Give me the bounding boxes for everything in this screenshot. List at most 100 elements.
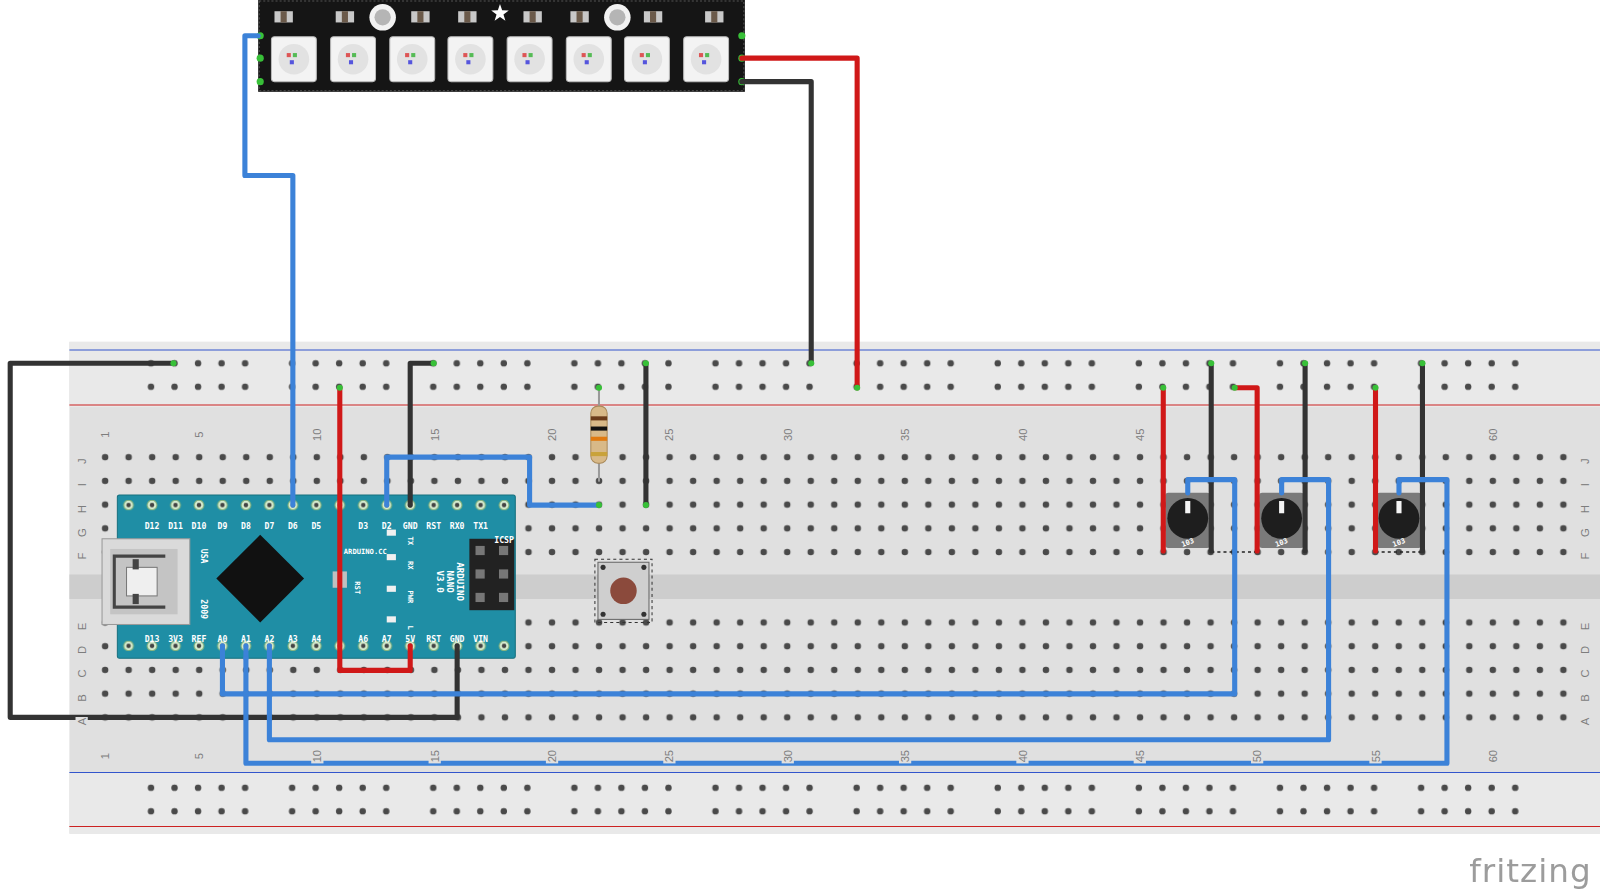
pot-code: 103 [1274, 537, 1289, 549]
neopixel-stick [507, 37, 552, 82]
pushbutton [610, 578, 637, 605]
pin-label: D3 [358, 522, 368, 531]
neopixel-stick [624, 37, 669, 82]
arduino-nano-drawing [102, 495, 516, 658]
neopixel-stick [271, 37, 316, 82]
trimmer-potentiometer: 103 [1377, 493, 1422, 548]
neopixel-stick [705, 53, 709, 57]
neopixel-stick [336, 11, 354, 22]
bb-number: 40 [1016, 749, 1028, 764]
jumper-wires [340, 388, 410, 671]
trimmer-potentiometer: 103 [1165, 493, 1210, 548]
led-label: L [406, 625, 414, 629]
neopixel-stick [604, 4, 631, 31]
wire-ends [1208, 360, 1214, 366]
row-letter: A [1579, 717, 1591, 727]
jumper-wires [10, 36, 1422, 718]
neopixel-stick [566, 37, 611, 82]
neopixel-stick [352, 53, 356, 57]
bb-number: 60 [1487, 749, 1499, 764]
jumper-wire [269, 480, 1328, 740]
jumper-wires [742, 82, 811, 364]
trimmer-drawing [1185, 501, 1190, 513]
row-letter: D [76, 645, 88, 655]
neopixel-stick [582, 53, 586, 57]
row-letter: B [1579, 693, 1591, 703]
row-letter: D [1579, 645, 1591, 655]
jumper-wires [1373, 388, 1378, 551]
jumper-wires [387, 457, 599, 505]
trimmer-drawing [1259, 493, 1304, 548]
pin-label: D2 [382, 522, 392, 531]
pin-label: A0 [218, 635, 228, 644]
neopixel-stick [702, 60, 706, 64]
neopixel-stick [287, 53, 291, 57]
pot-code: 103 [1392, 537, 1407, 549]
neopixel-stick [523, 11, 541, 22]
neopixel-stick [349, 60, 353, 64]
neopixel-stick [684, 37, 729, 82]
row-letter: E [1579, 622, 1591, 632]
resistor-symbol [591, 388, 607, 482]
jumper-wires [10, 363, 457, 717]
arduino-nano-drawing [499, 593, 508, 602]
bb-number: 50 [1251, 749, 1263, 764]
pin-label: A3 [288, 635, 298, 644]
pin-label: REF [192, 635, 207, 644]
jumper-wires [643, 363, 648, 505]
breadboard [69, 342, 1600, 834]
wire-ends [596, 502, 602, 508]
wire-ends [431, 360, 437, 366]
watermark: fritzing [1469, 851, 1592, 890]
jumper-wires [1209, 363, 1214, 551]
neopixel-stick [411, 53, 415, 57]
breadboard [139, 352, 1550, 399]
neopixel-stick [331, 37, 376, 82]
neopixel-stick [705, 11, 723, 22]
pin-label: A7 [382, 635, 392, 644]
arduino-nano-drawing [387, 554, 396, 560]
neopixel-stick [338, 44, 369, 75]
jumper-wires [1161, 388, 1166, 551]
neopixel-stick [570, 11, 588, 22]
resistor-symbol [591, 406, 607, 463]
neopixel-stick [643, 60, 647, 64]
bb-number: 40 [1016, 427, 1028, 442]
wire-ends [337, 385, 343, 391]
neopixel-stick [293, 53, 297, 57]
pushbutton [595, 559, 652, 622]
header-label: ICSP [494, 536, 514, 545]
pin-label: A2 [264, 635, 274, 644]
arduino-nano-drawing [127, 567, 158, 596]
bb-number: 45 [1134, 749, 1146, 764]
origin-label: 2009 [198, 599, 207, 619]
row-letter: J [1579, 457, 1591, 465]
led-label: TX [406, 537, 414, 546]
wire-ends [1232, 385, 1238, 391]
neopixel-stick [455, 44, 486, 75]
trimmer-drawing [1261, 498, 1302, 539]
row-letter: H [1579, 504, 1591, 514]
neopixel-stick [644, 11, 662, 22]
neopixel-stick [466, 60, 470, 64]
led-label: PWR [406, 590, 414, 603]
neopixel-stick [566, 37, 611, 82]
trimmer-drawing [1165, 493, 1210, 548]
row-letter: C [76, 668, 88, 678]
pin-label: RST [426, 635, 441, 644]
pin-label: TX1 [473, 522, 488, 531]
bb-number: 60 [1487, 427, 1499, 442]
jumper-wires [1420, 363, 1425, 551]
neopixel-stick [331, 37, 376, 82]
row-letter: G [1579, 527, 1591, 538]
arduino-nano-drawing [216, 535, 304, 623]
arduino-nano-board: D12D11D10D9D8D7D6D5D3D2GNDRSTRX0TX1D133V… [117, 495, 515, 658]
breadboard [69, 342, 1600, 834]
arduino-nano-drawing [133, 594, 139, 604]
wire-ends [1419, 360, 1425, 366]
bb-number: 20 [546, 749, 558, 764]
resistor-symbol [591, 452, 607, 456]
neopixel-stick [257, 55, 264, 62]
neopixel-stick [290, 60, 294, 64]
neopixel-stick [448, 37, 493, 82]
